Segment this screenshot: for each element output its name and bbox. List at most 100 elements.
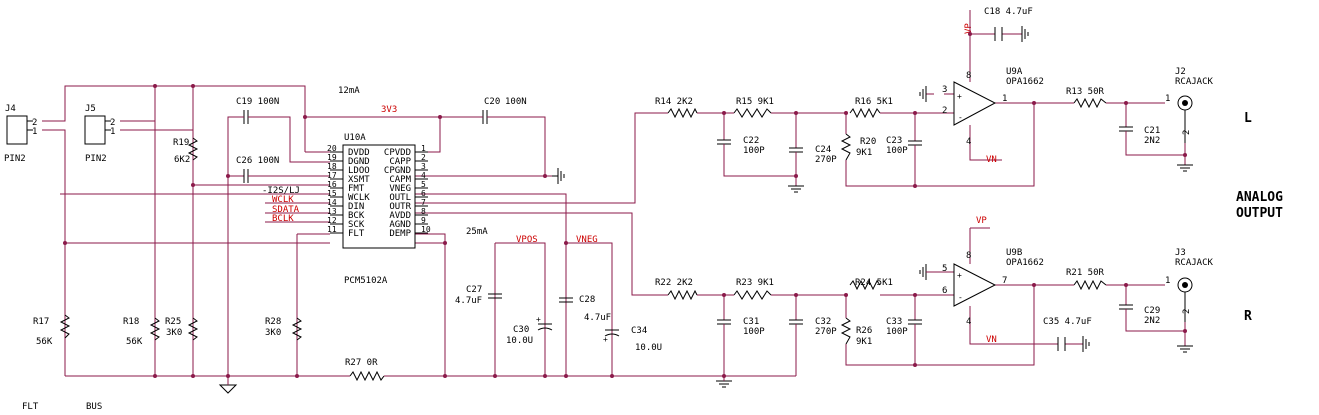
c23-value: 100P [886, 146, 908, 156]
resistor-r26: R26 9K1 [840, 317, 872, 347]
c31-label: C31 [743, 317, 759, 327]
ground-symbol [1021, 26, 1029, 42]
r27-label: R27 0R [345, 358, 378, 368]
r26-label: R26 [856, 326, 872, 336]
dac-left-pin-number: 13 [327, 207, 337, 216]
net-vpos: VPOS [516, 235, 538, 245]
u9a-pin-pos: 3 [942, 85, 947, 95]
dac-right-pin-name: CPGND [384, 166, 411, 176]
c19-label: C19 100N [236, 97, 279, 107]
net-3v3: 3V3 [381, 105, 397, 115]
ground-symbol [919, 264, 940, 280]
dac-left-pin-name: XSMT [348, 175, 370, 185]
r20-label: R20 [860, 137, 876, 147]
dac-right-pin-number: 9 [421, 216, 426, 225]
r18-label: R18 [123, 317, 139, 327]
dac-right-pin-name: AGND [389, 220, 411, 230]
capacitor-c34: + C34 10.0U [603, 326, 662, 353]
dac-right-pin-number: 3 [421, 162, 426, 171]
resistor-r23: R23 9K1 [733, 278, 774, 300]
c29-label: C29 [1144, 306, 1160, 316]
current-label-12ma: 12mA [338, 86, 360, 96]
resistor-r22: R22 2K2 [655, 278, 698, 301]
channel-right-label: R [1244, 309, 1252, 324]
c22-label: C22 [743, 136, 759, 146]
u9a-part: OPA1662 [1006, 77, 1044, 87]
svg-text:+: + [957, 271, 962, 280]
wires-left-channel [664, 33, 1186, 187]
c18-label: C18 4.7uF [984, 7, 1033, 17]
j4-value: PIN2 [4, 154, 26, 164]
j5-ref: J5 [85, 104, 96, 114]
j3-pin1: 1 [1165, 276, 1170, 286]
r19-value: 6K2 [174, 155, 190, 165]
dac-left-pin-number: 17 [327, 171, 337, 180]
svg-text:+: + [603, 335, 608, 344]
r16-label: R16 5K1 [855, 97, 893, 107]
j5-value: PIN2 [85, 154, 107, 164]
capacitor-c27: C27 4.7uF [455, 285, 502, 306]
dac-right-pin-number: 1 [421, 144, 426, 153]
ground-symbol [788, 185, 804, 193]
net-vp-top: VP [964, 23, 974, 34]
c20-label: C20 [484, 97, 500, 107]
current-label-25ma: 25mA [466, 227, 488, 237]
net-vn-a: VN [986, 155, 997, 165]
j4-pin1: 1 [32, 127, 37, 137]
capacitor-c35: C35 4.7uF [1043, 317, 1092, 351]
dac-left-pin-name: DVDD [348, 148, 370, 158]
connector-j5: J5 PIN2 2 1 [84, 104, 115, 164]
j2-ref: J2 [1175, 67, 1186, 77]
dac-right-pin-number: 6 [421, 189, 426, 198]
dac-left-pin-name: FMT [348, 184, 365, 194]
r25-value: 3K0 [166, 328, 182, 338]
dac-right-pin-name: DEMP [389, 229, 411, 239]
connector-j3: J3 RCAJACK 1 2 [1165, 248, 1214, 322]
r23-label: R23 9K1 [736, 278, 774, 288]
u9b-pin-neg: 6 [942, 286, 947, 296]
resistor-r17: R17 56K [33, 314, 71, 347]
junctions-left [63, 84, 568, 378]
capacitor-c21: C21 2N2 [1119, 126, 1160, 146]
net-wclk: WCLK [272, 195, 294, 205]
c35-label: C35 4.7uF [1043, 317, 1092, 327]
resistor-r27: R27 0R [345, 358, 385, 382]
wires-left [42, 85, 664, 380]
svg-text:-: - [958, 113, 963, 122]
resistor-r14: R14 2K2 [655, 97, 698, 119]
r28-label: R28 [265, 317, 281, 327]
dac-left-pin-number: 11 [327, 225, 337, 234]
dac-right-pin-number: 10 [421, 225, 431, 234]
capacitor-c22: C22 100P [717, 136, 765, 156]
resistor-r20: R20 9K1 [840, 133, 876, 161]
r17-label: R17 [33, 317, 49, 327]
net-vp-b: VP [976, 216, 987, 226]
dac-right-pin-name: CPVDD [384, 148, 411, 158]
capacitor-c26: C26 100N [236, 156, 279, 183]
svg-text:+: + [536, 315, 541, 324]
channel-left-label: L [1244, 111, 1252, 126]
r19-label: R19 [173, 138, 189, 148]
j5-pin1: 1 [110, 127, 115, 137]
u9b-pin-vp: 8 [966, 251, 971, 261]
dac-left-pin-name: DGND [348, 157, 370, 167]
dac-left-pin-number: 19 [327, 153, 337, 162]
resistor-r16: R16 5K1 [849, 97, 893, 119]
resistor-r25: R25 3K0 [165, 317, 199, 341]
c21-value: 2N2 [1144, 136, 1160, 146]
j2-pin1: 1 [1165, 94, 1170, 104]
c34-label: C34 [631, 326, 647, 336]
r20-value: 9K1 [856, 148, 872, 158]
u9b-ref: U9B [1006, 248, 1022, 258]
net-bclk: BCLK [272, 214, 294, 224]
r24-label: R24 5K1 [855, 278, 893, 288]
u9b-part: OPA1662 [1006, 258, 1044, 268]
c32-value: 270P [815, 327, 837, 337]
c34-value: 10.0U [635, 343, 662, 353]
capacitor-c23: C23 100P [886, 136, 922, 156]
j3-pin2: 2 [1182, 309, 1192, 314]
dac-left-pin-number: 18 [327, 162, 337, 171]
j4-ref: J4 [5, 104, 16, 114]
